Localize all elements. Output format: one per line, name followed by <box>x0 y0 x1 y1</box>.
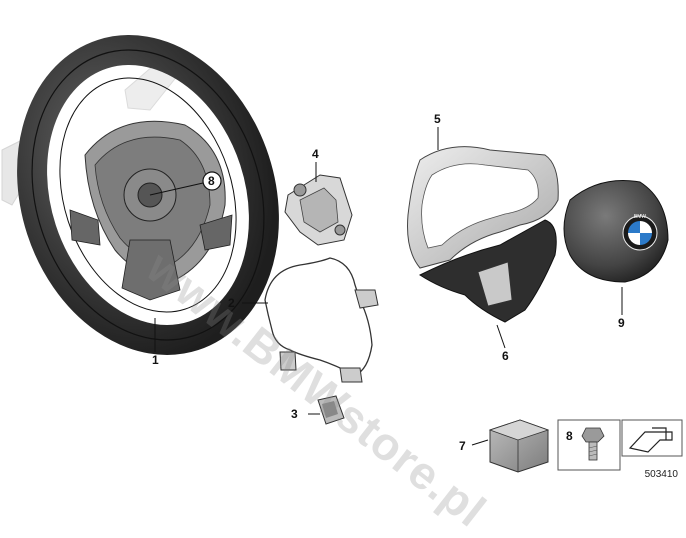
legend-number-8: 8 <box>566 429 573 443</box>
foam-block <box>488 419 550 473</box>
callout-5: 5 <box>434 112 441 126</box>
callout-9: 9 <box>618 316 625 330</box>
bmw-logo-text: BMW <box>634 214 647 220</box>
bolt-icon <box>581 427 605 461</box>
connector-part <box>317 395 345 425</box>
callout-8-circle <box>202 171 222 191</box>
legend-box-symbol <box>621 419 683 457</box>
trim-cover <box>407 146 559 269</box>
lower-trim <box>418 219 557 323</box>
callout-6: 6 <box>502 349 509 363</box>
callout-8: 8 <box>208 174 215 188</box>
driver-airbag: BMW <box>563 179 669 283</box>
callout-2: 2 <box>228 296 235 310</box>
wiring-harness <box>264 257 379 383</box>
callout-1: 1 <box>152 353 159 367</box>
diagram-reference-number: 503410 <box>644 469 678 480</box>
callout-7: 7 <box>459 439 466 453</box>
callout-4: 4 <box>312 147 319 161</box>
generic-part-symbol-icon <box>628 427 673 453</box>
wiring-bracket <box>284 174 353 246</box>
callout-3: 3 <box>291 407 298 421</box>
parts-diagram: BMW 1 2 3 4 5 6 7 9 8 8 <box>1 35 683 473</box>
